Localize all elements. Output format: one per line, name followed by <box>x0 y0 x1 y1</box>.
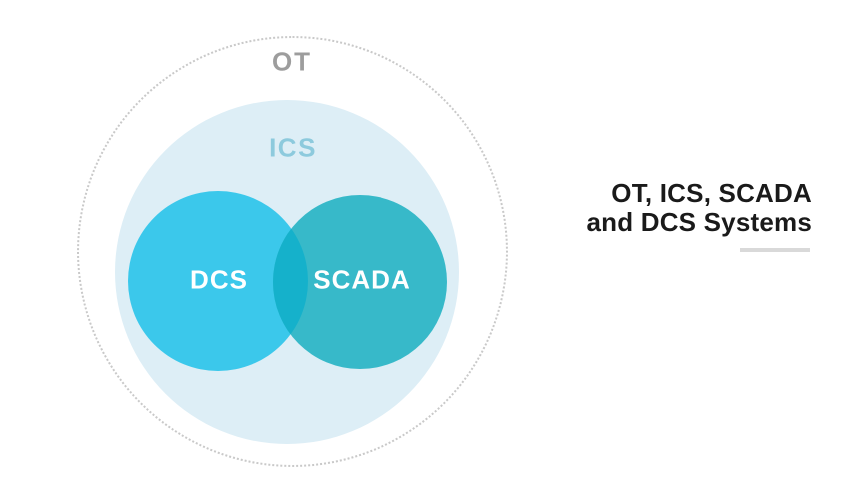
dcs-label: DCS <box>190 264 248 295</box>
title-block: OT, ICS, SCADA and DCS Systems <box>492 179 812 257</box>
ot-label: OT <box>271 46 313 77</box>
ics-label: ICS <box>269 132 317 163</box>
page-title-line-1: OT, ICS, SCADA <box>611 178 812 208</box>
scada-label: SCADA <box>313 264 411 295</box>
ot-dashed-circle <box>77 36 508 467</box>
title-underline-bar <box>740 248 810 252</box>
page-title-line-2: and DCS Systems <box>586 207 812 237</box>
